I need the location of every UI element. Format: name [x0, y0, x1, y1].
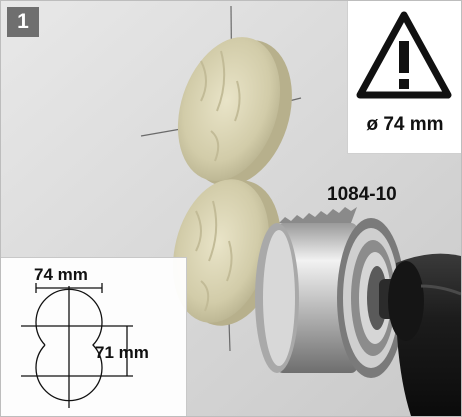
hole-saw — [255, 207, 405, 378]
width-dimension-label: 74 mm — [34, 265, 88, 284]
dimension-diagram: 74 mm 71 mm — [1, 257, 187, 416]
step-number: 1 — [17, 10, 29, 33]
double-hole-outline — [21, 283, 133, 408]
warning-box: ø 74 mm — [347, 1, 461, 154]
step-number-badge: 1 — [7, 7, 39, 37]
upper-insulation-plug — [177, 37, 292, 186]
height-dimension-label: 71 mm — [95, 343, 149, 362]
product-code: 1084-10 — [327, 184, 397, 205]
diameter-label: ø 74 mm — [366, 114, 444, 135]
drill — [379, 253, 461, 416]
warning-triangle-icon — [356, 11, 452, 99]
